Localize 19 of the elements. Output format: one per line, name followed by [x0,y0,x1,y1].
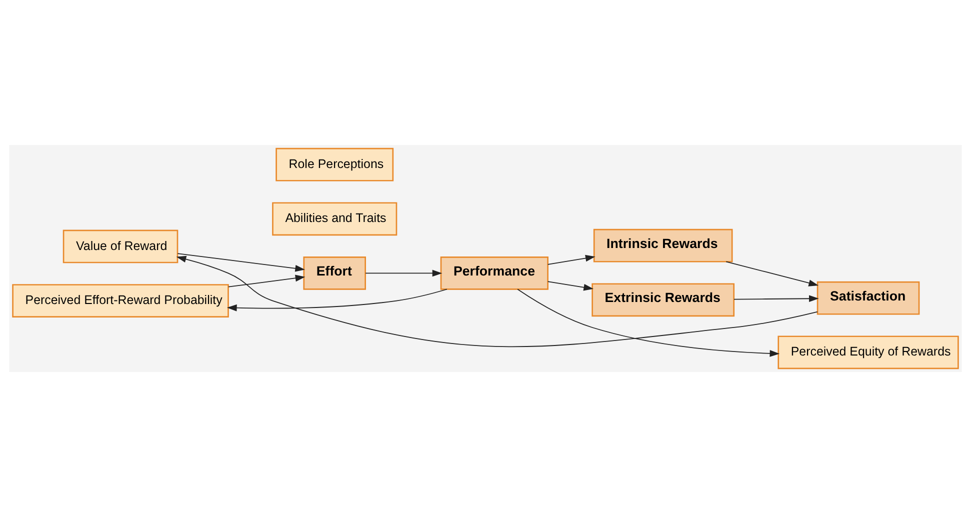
node-box: Effort [303,256,366,290]
arrow [734,295,819,302]
arrow [517,288,780,357]
arrow [227,288,448,312]
node-box: Intrinsic Rewards [593,228,733,262]
node-box: Satisfaction [816,281,920,315]
node-box: Extrinsic Rewards [592,283,735,317]
node-box: Abilities and Traits [272,202,398,236]
arrow [726,261,819,286]
node-box: Value of Reward [62,230,178,264]
node-box: Perceived Equity of Rewards [778,336,959,370]
node-box: Role Perceptions [276,148,394,182]
arrow [547,281,594,291]
arrow [228,274,306,288]
node-box: Perceived Effort-Reward Probability [12,284,229,318]
node-box: Performance [440,256,548,290]
arrow [547,254,596,265]
arrow [177,253,306,272]
arrow [365,270,442,277]
